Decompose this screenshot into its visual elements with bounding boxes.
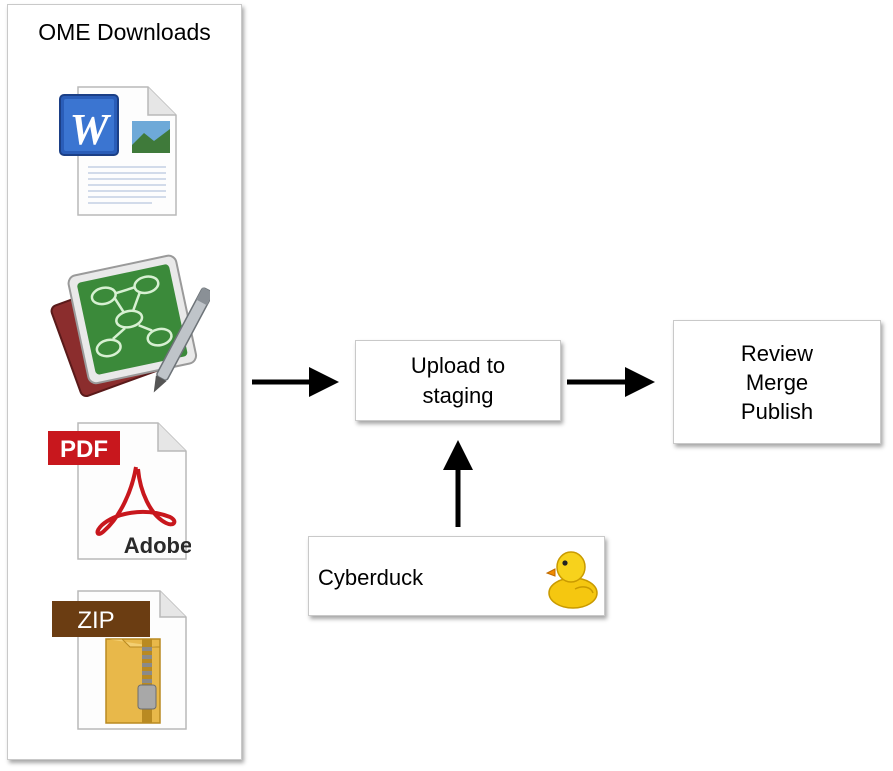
upload-line-1: Upload to xyxy=(410,352,506,378)
cyberduck-box: Cyberduck xyxy=(308,536,605,616)
downloads-title: OME Downloads xyxy=(38,19,211,45)
zip-badge: ZIP xyxy=(77,607,114,634)
adobe-label: Adobe xyxy=(124,533,191,558)
publish-label: Publish xyxy=(740,398,814,424)
upload-to-staging-box: Upload to staging xyxy=(355,340,561,421)
pdf-document-icon[interactable]: PDF Adobe xyxy=(46,421,191,563)
svg-text:W: W xyxy=(69,105,111,154)
word-document-icon[interactable]: W xyxy=(56,85,181,220)
review-merge-publish-box: Review Merge Publish xyxy=(673,320,881,444)
cyberduck-label: Cyberduck xyxy=(318,565,424,590)
merge-label: Merge xyxy=(745,369,809,395)
downloads-panel: OME Downloads W xyxy=(7,4,242,760)
review-label: Review xyxy=(740,340,814,366)
pdf-badge: PDF xyxy=(60,436,108,463)
zip-archive-icon[interactable]: ZIP xyxy=(50,589,190,731)
omnigraffle-document-icon[interactable] xyxy=(50,243,210,403)
upload-line-2: staging xyxy=(422,382,494,408)
duck-icon xyxy=(545,551,598,609)
